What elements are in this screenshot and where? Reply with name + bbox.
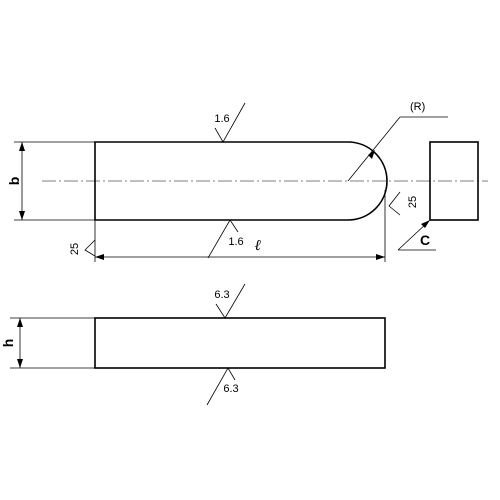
length-dimension: ℓ [94, 190, 386, 262]
length-label: ℓ [255, 236, 261, 254]
finish-side-upper-value: 6.3 [214, 289, 229, 301]
key-outline-top [94, 141, 388, 221]
height-label: h [0, 339, 16, 348]
finish-mark-right-end: 25 [388, 191, 419, 216]
key-outline-side [94, 317, 386, 369]
finish-mark-side-upper: 6.3 [214, 283, 246, 319]
finish-top-lower-value: 1.6 [228, 236, 243, 248]
radius-label: (R) [410, 101, 425, 113]
height-dimension: h [0, 317, 95, 369]
chamfer-label: C [420, 232, 430, 248]
chamfer-callout: C [397, 220, 436, 251]
finish-right-end-value: 25 [407, 196, 419, 208]
finish-left-end-value: 25 [69, 243, 81, 255]
finish-side-lower-value: 6.3 [223, 383, 238, 395]
finish-mark-left-end: 25 [69, 239, 96, 257]
finish-mark-top-upper: 1.6 [214, 102, 246, 143]
finish-top-upper-value: 1.6 [214, 113, 229, 125]
width-dimension: b [6, 141, 95, 221]
width-label: b [6, 177, 22, 186]
radius-callout: (R) [347, 101, 448, 182]
finish-mark-top-lower: 1.6 [207, 219, 244, 259]
end-view-profile [429, 141, 479, 221]
top-view [42, 141, 488, 221]
finish-mark-side-lower: 6.3 [206, 367, 239, 406]
